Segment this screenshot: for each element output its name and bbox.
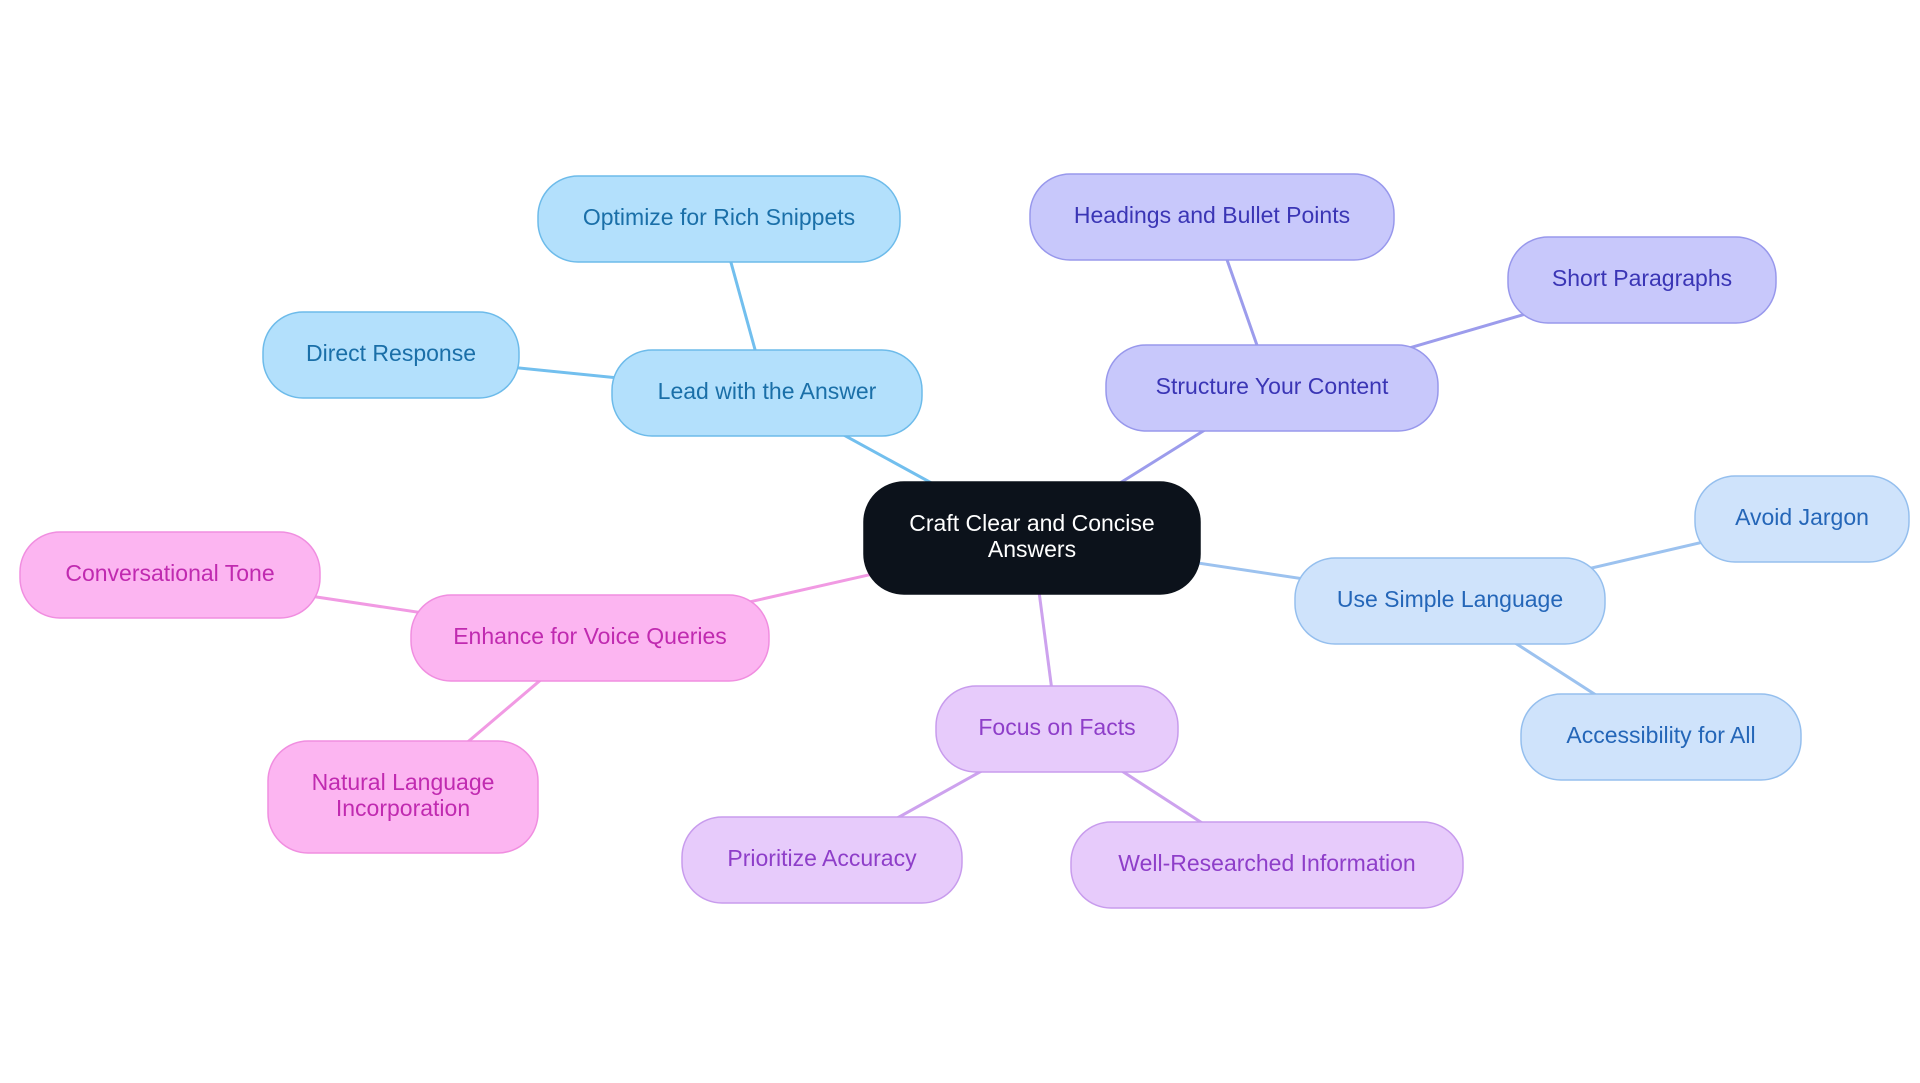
- branch-node-structure[interactable]: Structure Your Content: [1105, 344, 1439, 432]
- leaf-node-short-paragraphs[interactable]: Short Paragraphs: [1507, 236, 1777, 324]
- branch-node-simple-language-label: Use Simple Language: [1337, 586, 1563, 612]
- leaf-node-headings-bullets-box: [1029, 173, 1395, 261]
- leaf-node-optimize-rich-snippets-label: Optimize for Rich Snippets: [583, 204, 855, 230]
- leaf-node-natural-language-box: [267, 740, 539, 854]
- branch-node-lead[interactable]: Lead with the Answer: [611, 349, 923, 437]
- leaf-node-short-paragraphs-box: [1507, 236, 1777, 324]
- branch-node-simple-language-box: [1294, 557, 1606, 645]
- branch-node-voice[interactable]: Enhance for Voice Queries: [410, 594, 770, 682]
- branch-node-structure-label: Structure Your Content: [1156, 373, 1389, 399]
- leaf-node-direct-response-box: [262, 311, 520, 399]
- leaf-node-optimize-rich-snippets-box: [537, 175, 901, 263]
- leaf-node-accessibility[interactable]: Accessibility for All: [1520, 693, 1802, 781]
- leaf-node-headings-bullets[interactable]: Headings and Bullet Points: [1029, 173, 1395, 261]
- branch-node-voice-box: [410, 594, 770, 682]
- leaf-node-direct-response-label: Direct Response: [306, 340, 476, 366]
- central-topic-node-label: Answers: [988, 536, 1076, 562]
- leaf-node-avoid-jargon-box: [1694, 475, 1910, 563]
- leaf-node-natural-language-label: Natural Language: [312, 769, 495, 795]
- leaf-node-avoid-jargon-label: Avoid Jargon: [1735, 504, 1869, 530]
- leaf-node-prioritize-accuracy[interactable]: Prioritize Accuracy: [681, 816, 963, 904]
- leaf-node-conversational-tone-label: Conversational Tone: [65, 560, 274, 586]
- branch-node-voice-label: Enhance for Voice Queries: [453, 623, 727, 649]
- leaf-node-short-paragraphs-label: Short Paragraphs: [1552, 265, 1732, 291]
- leaf-node-accessibility-box: [1520, 693, 1802, 781]
- branch-node-lead-label: Lead with the Answer: [658, 378, 877, 404]
- branch-node-structure-box: [1105, 344, 1439, 432]
- leaf-node-well-researched[interactable]: Well-Researched Information: [1070, 821, 1464, 909]
- branch-node-facts-box: [935, 685, 1179, 773]
- leaf-node-optimize-rich-snippets[interactable]: Optimize for Rich Snippets: [537, 175, 901, 263]
- leaf-node-direct-response[interactable]: Direct Response: [262, 311, 520, 399]
- branch-node-facts-label: Focus on Facts: [978, 714, 1135, 740]
- leaf-node-well-researched-box: [1070, 821, 1464, 909]
- leaf-node-conversational-tone[interactable]: Conversational Tone: [19, 531, 321, 619]
- branch-node-lead-box: [611, 349, 923, 437]
- leaf-node-accessibility-label: Accessibility for All: [1566, 722, 1755, 748]
- central-topic-node-box: [863, 481, 1201, 595]
- branch-node-simple-language[interactable]: Use Simple Language: [1294, 557, 1606, 645]
- leaf-node-conversational-tone-box: [19, 531, 321, 619]
- branch-node-facts[interactable]: Focus on Facts: [935, 685, 1179, 773]
- leaf-node-natural-language-label: Incorporation: [336, 795, 470, 821]
- central-topic-node-label: Craft Clear and Concise: [909, 510, 1154, 536]
- leaf-node-well-researched-label: Well-Researched Information: [1118, 850, 1415, 876]
- leaf-node-headings-bullets-label: Headings and Bullet Points: [1074, 202, 1350, 228]
- leaf-node-avoid-jargon[interactable]: Avoid Jargon: [1694, 475, 1910, 563]
- leaf-node-prioritize-accuracy-label: Prioritize Accuracy: [727, 845, 917, 871]
- leaf-node-prioritize-accuracy-box: [681, 816, 963, 904]
